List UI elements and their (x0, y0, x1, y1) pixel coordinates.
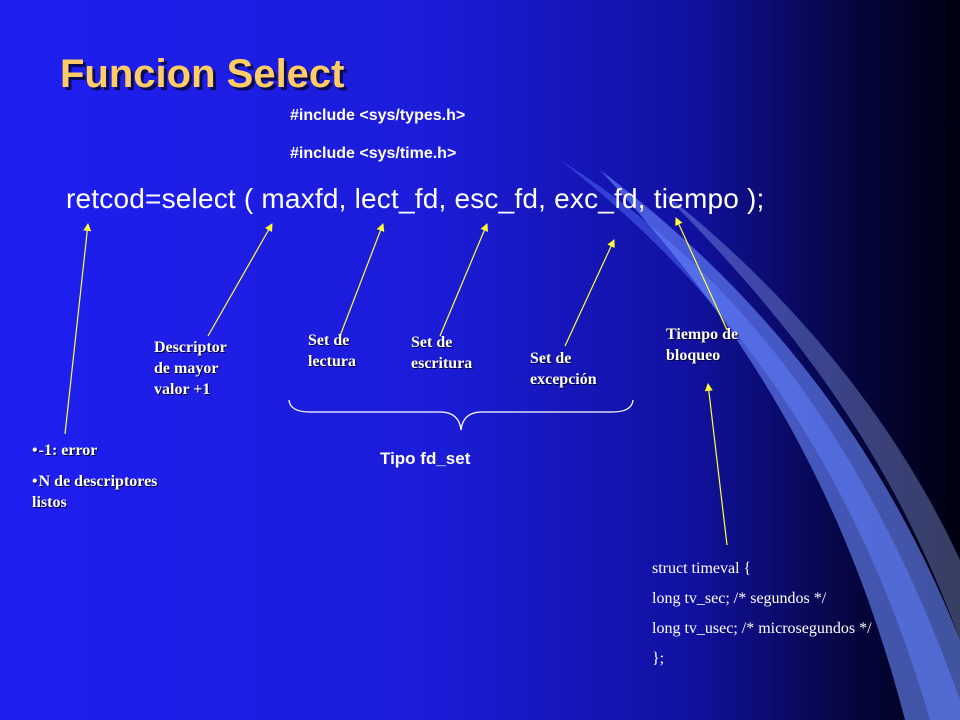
arrow-tiempo (675, 217, 728, 331)
struct-line: long tv_sec; /* segundos */ (652, 590, 827, 607)
label-maxfd: Descriptor de mayor valor +1 (154, 339, 227, 398)
arrow-lect (339, 223, 385, 337)
fd-set-label: Tipo fd_set (380, 449, 471, 468)
arrow-exc (564, 239, 615, 347)
struct-line: struct timeval { (652, 560, 752, 577)
return-value-ready: N de descriptores listos (32, 471, 162, 513)
label-lect: Set de lectura (308, 332, 356, 370)
include-types: #include <sys/types.h> (290, 107, 466, 124)
arrow-retcod (64, 223, 92, 435)
fd-set-brace (288, 399, 634, 431)
select-code-line: retcod=select ( maxfd, lect_fd, esc_fd, … (66, 183, 765, 214)
struct-timeval: struct timeval { long tv_sec; /* segundo… (652, 554, 872, 674)
struct-line: long tv_usec; /* microsegundos */ (652, 620, 872, 637)
arrow-timeval (704, 383, 728, 546)
return-values-list: -1: error N de descriptores listos (32, 440, 162, 523)
include-time: #include <sys/time.h> (290, 145, 457, 162)
label-exc: Set de excepción (530, 350, 597, 388)
label-tiempo: Tiempo de bloqueo (666, 326, 739, 364)
slide-title: Funcion Select (60, 52, 345, 96)
arrow-maxfd (207, 223, 273, 337)
return-value-error: -1: error (32, 440, 162, 461)
arrow-esc (439, 223, 488, 337)
struct-line: }; (652, 650, 665, 667)
label-esc: Set de escritura (411, 334, 473, 372)
